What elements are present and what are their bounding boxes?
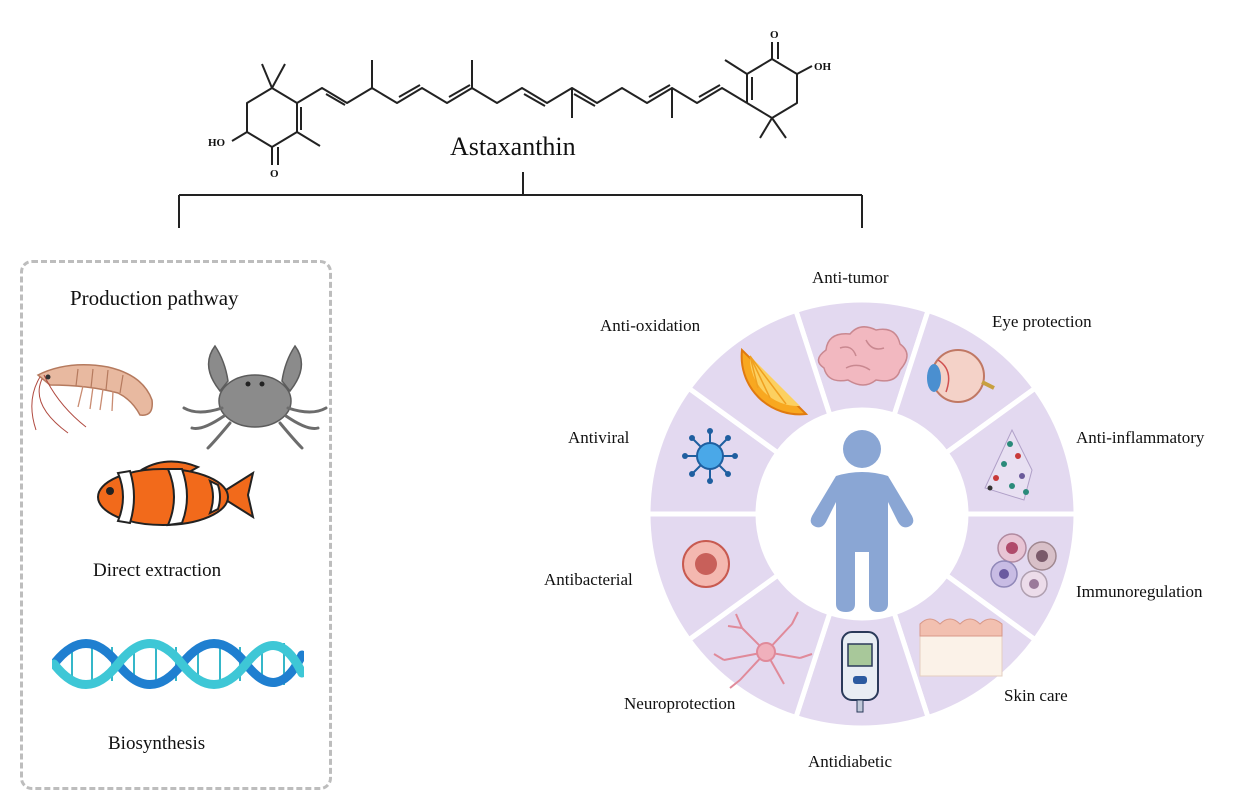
label-eye-protection: Eye protection	[992, 312, 1092, 331]
astaxanthin-structure: HO O OH O	[178, 29, 863, 228]
virus-icon	[682, 428, 738, 484]
glucose-meter-icon	[841, 631, 879, 713]
shrimp-icon	[31, 364, 153, 434]
hydroxyl-label-right: OH	[814, 61, 832, 73]
biosynthesis-label: Biosynthesis	[108, 733, 206, 754]
oxygen-label-right: O	[770, 29, 779, 41]
molecule-title: Astaxanthin	[450, 132, 576, 161]
inflammation-cells-icon	[984, 428, 1033, 501]
hydroxyl-label-left: HO	[208, 137, 226, 149]
brain-icon	[817, 326, 908, 386]
production-title: Production pathway	[70, 286, 239, 310]
oxygen-label-left: O	[270, 168, 279, 180]
clownfish-icon	[97, 460, 255, 527]
bacterium-cell-icon	[682, 540, 730, 588]
label-antibacterial: Antibacterial	[544, 570, 633, 589]
label-antidiabetic: Antidiabetic	[808, 752, 893, 771]
label-immunoregulation: Immunoregulation	[1076, 582, 1203, 601]
production-pathway-box	[20, 260, 332, 790]
label-anti-tumor: Anti-tumor	[812, 268, 889, 287]
label-anti-inflammatory: Anti-inflammatory	[1076, 428, 1205, 447]
direct-extraction-label: Direct extraction	[93, 560, 222, 581]
label-neuroprotection: Neuroprotection	[624, 694, 736, 713]
label-anti-oxidation: Anti-oxidation	[600, 316, 701, 335]
human-figure-icon	[810, 430, 914, 612]
neuron-icon	[713, 611, 813, 689]
label-antiviral: Antiviral	[568, 428, 630, 447]
crab-icon	[182, 344, 328, 450]
immune-cells-icon	[990, 533, 1057, 598]
orange-slice-icon	[740, 347, 809, 416]
label-skin-care: Skin care	[1004, 686, 1068, 705]
skin-icon	[919, 618, 1003, 677]
eye-icon	[927, 349, 995, 403]
dna-helix-icon	[52, 639, 304, 689]
